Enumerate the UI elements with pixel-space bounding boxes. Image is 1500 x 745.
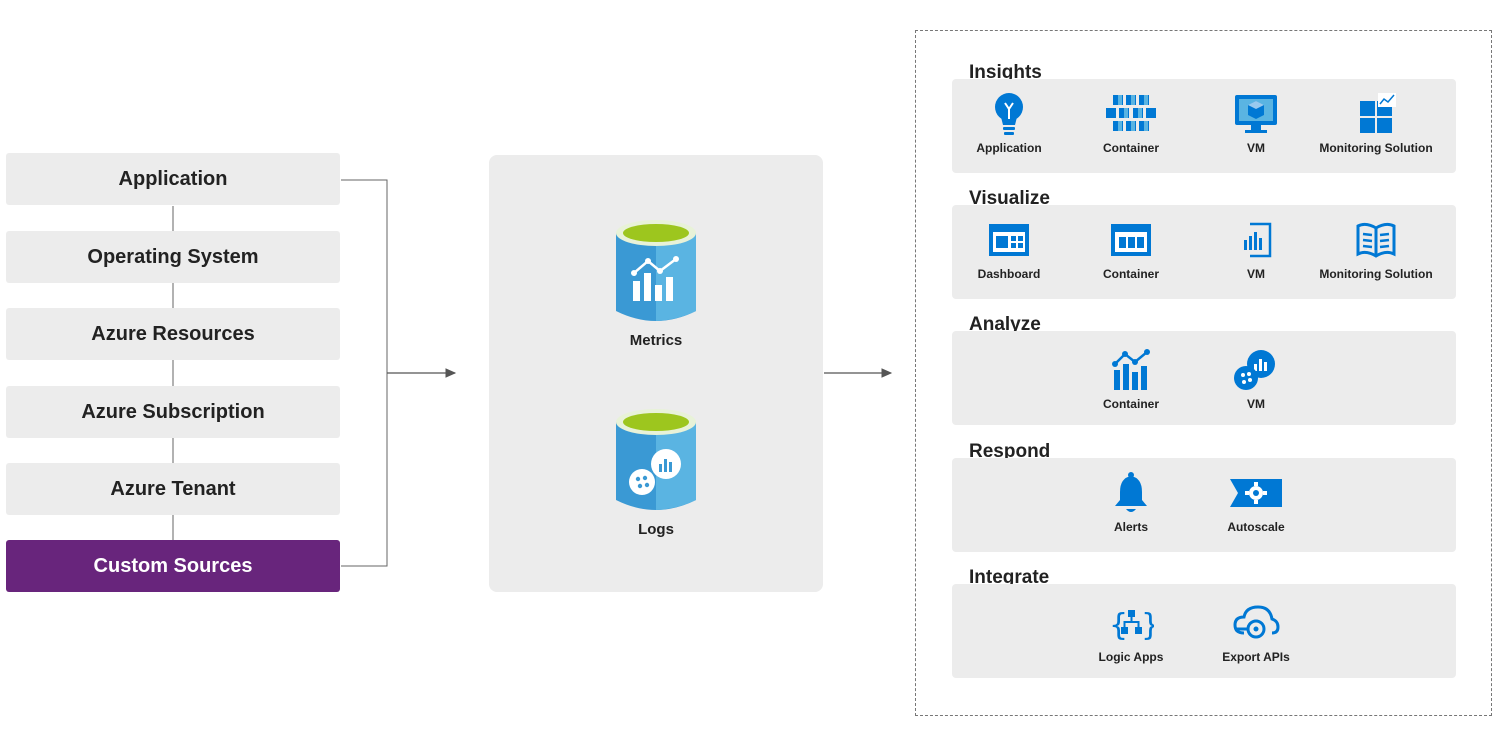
visualize-container-tile: Container [1066, 217, 1196, 281]
power-bi-icon [1244, 222, 1272, 258]
source-operating-system: Operating System [6, 231, 340, 283]
dashboard-icon [989, 224, 1029, 256]
book-icon [1356, 222, 1396, 258]
tile-label: Monitoring Solution [1319, 141, 1433, 155]
integrate-panel: { } Logic Apps Export APIs [952, 584, 1456, 678]
tile-label: Dashboard [977, 267, 1041, 281]
autoscale-gear-icon [1230, 479, 1282, 507]
analyze-container-tile: Container [1066, 347, 1196, 411]
tile-label: Application [976, 141, 1042, 155]
log-analytics-icon [1234, 350, 1275, 390]
monitoring-solution-icon [1360, 93, 1396, 133]
source-application: Application [6, 153, 340, 205]
source-azure-subscription: Azure Subscription [6, 386, 340, 438]
respond-autoscale-tile: Autoscale [1191, 470, 1321, 534]
logs-label: Logs [638, 521, 674, 538]
visualize-vm-tile: VM [1191, 217, 1321, 281]
vm-monitor-icon [1235, 95, 1277, 133]
tile-label: Autoscale [1227, 520, 1285, 534]
source-label: Azure Resources [91, 322, 255, 345]
metrics-database-icon [616, 220, 696, 321]
insights-application-tile: Application [944, 91, 1074, 155]
source-label: Azure Subscription [81, 400, 265, 423]
source-label: Azure Tenant [110, 477, 236, 500]
section-title-integrate: Integrate [969, 567, 1050, 588]
tile-label: Container [1102, 397, 1159, 411]
respond-alerts-tile: Alerts [1066, 470, 1196, 534]
section-title-respond: Respond [969, 441, 1051, 462]
svg-text:{: { [1109, 608, 1128, 643]
source-custom-sources: Custom Sources [6, 540, 340, 592]
metrics-label: Metrics [629, 332, 683, 349]
tile-label: Container [1102, 141, 1159, 155]
integrate-logic-apps-tile: { } Logic Apps [1066, 600, 1196, 664]
insights-vm-tile: VM [1191, 91, 1321, 155]
source-label: Custom Sources [93, 554, 253, 577]
logs-store: Logs [596, 404, 716, 538]
tile-label: VM [1247, 141, 1265, 155]
tile-label: Container [1102, 267, 1159, 281]
logic-apps-icon: { } [1109, 608, 1154, 643]
source-azure-tenant: Azure Tenant [6, 463, 340, 515]
tile-label: Alerts [1113, 520, 1148, 534]
visualize-monitoring-solution-tile: Monitoring Solution [1311, 217, 1441, 281]
integrate-export-apis-tile: Export APIs [1191, 600, 1321, 664]
insights-container-tile: Container [1066, 91, 1196, 155]
analyze-vm-tile: VM [1191, 347, 1321, 411]
visualize-panel: Dashboard Container VM M [952, 205, 1456, 299]
svg-text:}: } [1141, 608, 1154, 643]
metrics-chart-icon [1112, 349, 1150, 390]
insights-monitoring-solution-tile: Monitoring Solution [1311, 91, 1441, 155]
consumers-container [915, 30, 1492, 716]
cloud-api-icon [1233, 605, 1280, 639]
tile-label: Logic Apps [1098, 650, 1164, 664]
insights-panel: Application Container VM [952, 79, 1456, 173]
source-label: Operating System [87, 245, 259, 268]
metrics-store: Metrics [596, 215, 716, 349]
section-title-analyze: Analyze [969, 314, 1041, 335]
workbook-icon [1111, 224, 1151, 256]
data-store-panel: Metrics Logs [489, 155, 823, 592]
tile-label: Monitoring Solution [1319, 267, 1433, 281]
lightbulb-icon [995, 93, 1023, 135]
container-cubes-icon [1106, 95, 1156, 131]
respond-panel: Alerts Autoscale [952, 458, 1456, 552]
logs-database-icon [616, 409, 696, 510]
tile-label: VM [1247, 267, 1265, 281]
visualize-dashboard-tile: Dashboard [944, 217, 1074, 281]
source-azure-resources: Azure Resources [6, 308, 340, 360]
section-title-visualize: Visualize [969, 188, 1050, 209]
analyze-panel: Container VM [952, 331, 1456, 425]
tile-label: Export APIs [1222, 650, 1290, 664]
source-label: Application [118, 167, 228, 190]
section-title-insights: Insights [969, 62, 1042, 83]
tile-label: VM [1247, 397, 1265, 411]
bell-icon [1115, 472, 1147, 512]
